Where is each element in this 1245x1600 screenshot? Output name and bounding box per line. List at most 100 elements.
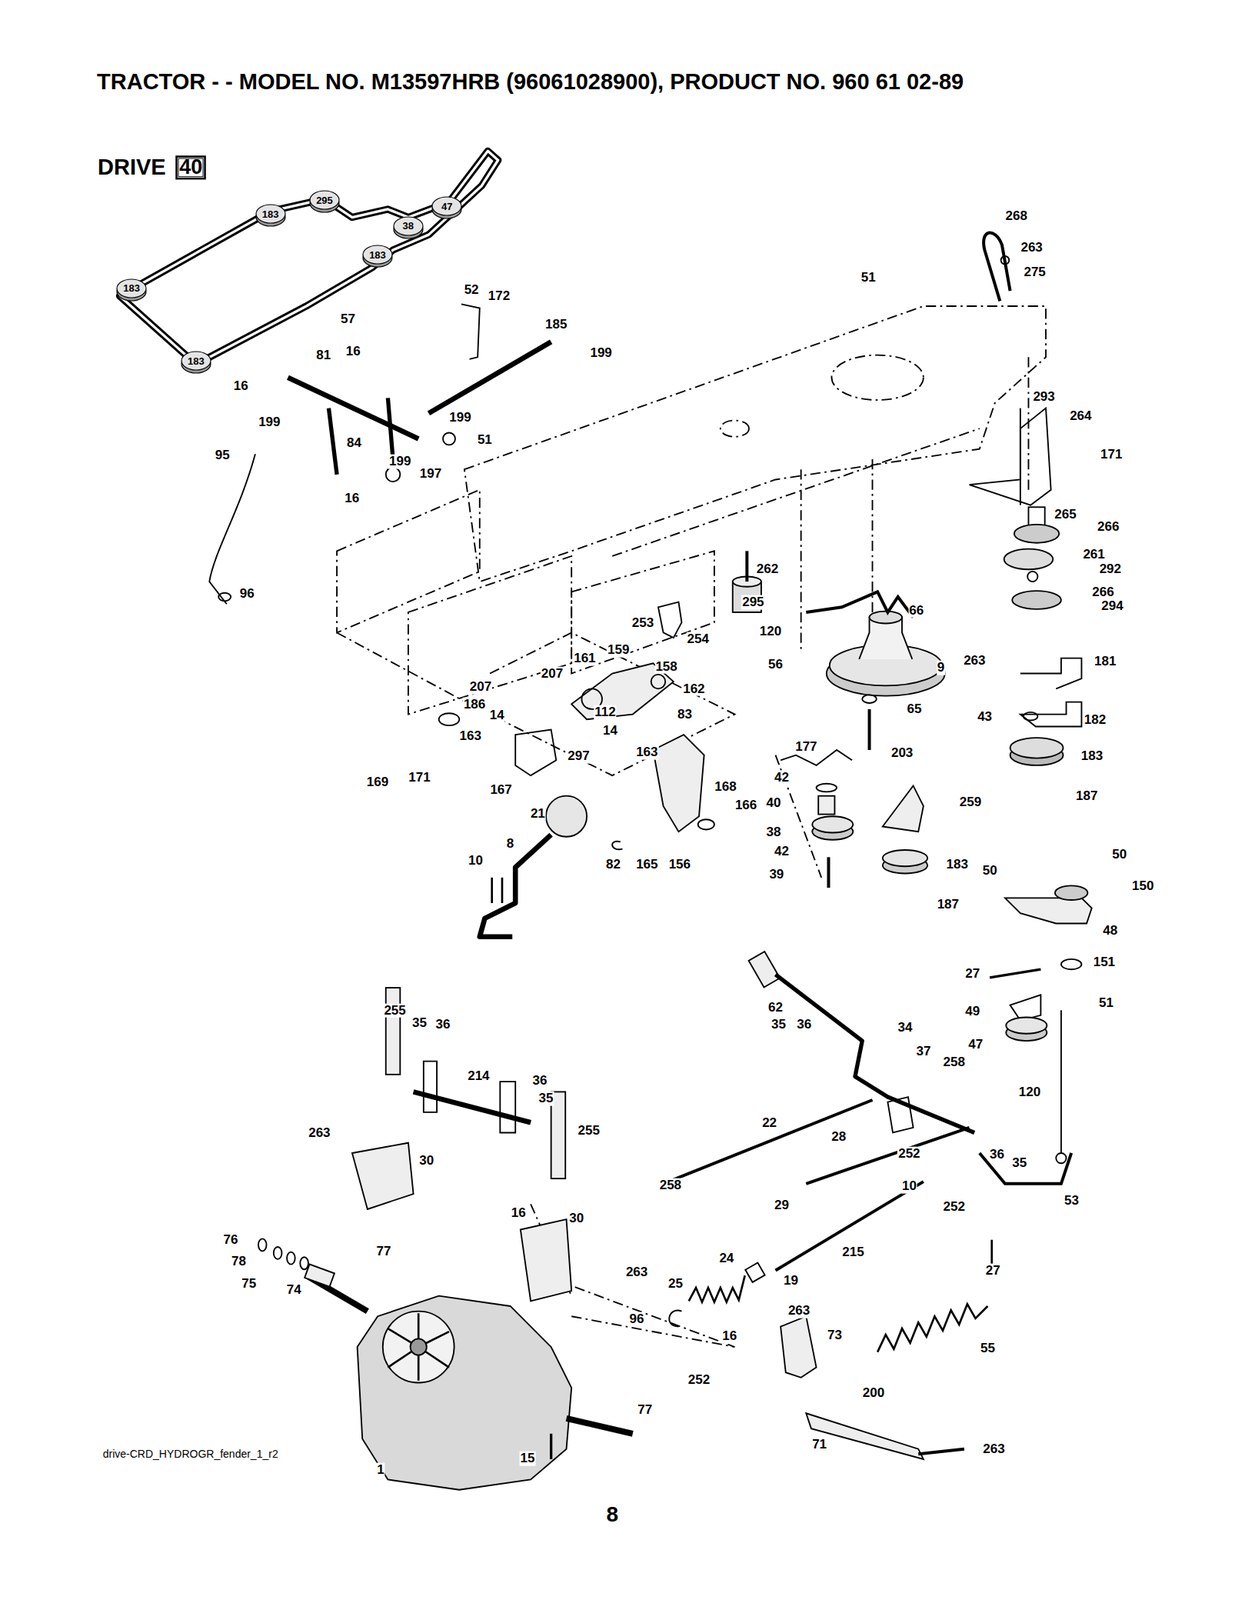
callout-number: 38 (765, 824, 782, 839)
callout-number: 10 (901, 1178, 918, 1194)
callout-number: 16 (510, 1205, 527, 1220)
callout-number: 15 (519, 1451, 536, 1466)
callout-number: 163 (635, 745, 659, 760)
callout-number: 253 (631, 615, 655, 630)
callout-number: 156 (668, 857, 692, 873)
callout-number: 83 (676, 707, 693, 723)
callout-number: 207 (540, 666, 564, 682)
callout-number: 252 (687, 1372, 711, 1388)
drive-belt (119, 150, 499, 364)
node-text: 183 (369, 249, 387, 261)
callout-number: 66 (908, 602, 925, 618)
callout-number: 171 (407, 770, 431, 786)
callout-number: 42 (773, 843, 790, 859)
callout-number: 35 (1011, 1155, 1028, 1170)
callout-number: 185 (544, 317, 568, 333)
callout-number: 169 (366, 774, 390, 789)
callout-number: 268 (1005, 209, 1029, 224)
callout-number: 215 (841, 1245, 865, 1260)
callout-number: 56 (767, 657, 784, 673)
callout-number: 120 (758, 624, 783, 640)
callout-number: 292 (1098, 562, 1122, 577)
callout-number: 158 (654, 659, 678, 674)
callout-number: 262 (755, 562, 779, 577)
callout-number: 207 (469, 679, 493, 695)
callout-number: 297 (566, 748, 590, 764)
callout-number: 294 (1100, 599, 1124, 614)
callout-number: 96 (239, 586, 256, 602)
callout-number: 30 (568, 1211, 585, 1226)
callout-number: 84 (346, 436, 363, 451)
callout-number: 25 (667, 1276, 684, 1292)
callout-number: 150 (1131, 878, 1155, 894)
callout-number: 159 (606, 642, 630, 658)
page-title: TRACTOR - - MODEL NO. M13597HRB (9606102… (96, 69, 964, 95)
callout-number: 259 (958, 795, 983, 810)
callout-number: 65 (906, 702, 923, 717)
callout-number: 163 (459, 728, 483, 743)
callout-number: 197 (419, 466, 443, 481)
callout-number: 73 (826, 1327, 843, 1342)
callout-number: 39 (768, 867, 785, 883)
section-heading: DRIVE (96, 155, 167, 180)
callout-number: 266 (1096, 519, 1120, 534)
callout-number: 255 (382, 1002, 407, 1018)
callout-number: 50 (982, 863, 999, 879)
callout-number: 74 (286, 1282, 303, 1298)
callout-number: 162 (682, 681, 706, 696)
callout-number: 14 (489, 708, 506, 723)
callout-number: 252 (942, 1198, 966, 1214)
callout-number: 82 (605, 857, 622, 873)
callout-number: 177 (794, 739, 818, 755)
callout-number: 24 (718, 1251, 735, 1266)
callout-number: 199 (257, 415, 281, 430)
callout-number: 51 (476, 432, 493, 448)
callout-number: 71 (811, 1436, 828, 1452)
callout-number: 295 (741, 595, 765, 610)
callout-number: 78 (230, 1254, 247, 1269)
callout-number: 36 (532, 1073, 549, 1089)
callout-number: 258 (942, 1055, 966, 1070)
node-text: 38 (402, 220, 414, 232)
callout-number: 36 (988, 1147, 1006, 1162)
callout-number: 16 (721, 1328, 738, 1344)
pulley-callout: 183 (362, 243, 393, 267)
callout-number: 35 (770, 1017, 787, 1032)
callout-number: 10 (467, 852, 484, 868)
callout-number: 183 (945, 857, 969, 873)
callout-number: 264 (1068, 409, 1092, 424)
callout-number: 35 (538, 1091, 555, 1106)
callout-number: 29 (773, 1198, 790, 1213)
callout-number: 21 (529, 805, 546, 821)
section-number-box: 40 (175, 155, 207, 180)
drawing-code: drive-CRD_HYDROGR_fender_1_r2 (102, 1448, 280, 1460)
callout-number: 47 (967, 1036, 984, 1052)
callout-number: 258 (659, 1177, 683, 1192)
callout-number: 263 (625, 1264, 649, 1279)
callout-number: 81 (315, 347, 332, 363)
node-text: 295 (316, 195, 333, 207)
callout-number: 37 (915, 1044, 933, 1059)
callout-number: 42 (773, 770, 790, 786)
callout-number: 16 (345, 343, 362, 359)
callout-number: 112 (593, 705, 616, 720)
callout-number: 183 (1080, 748, 1104, 764)
callout-number: 34 (897, 1020, 914, 1036)
callout-number: 40 (765, 795, 782, 811)
callout-number: 254 (686, 631, 710, 646)
callout-number: 263 (962, 652, 986, 668)
callout-number: 43 (976, 709, 993, 724)
callout-number: 275 (1022, 265, 1046, 280)
callout-number: 55 (979, 1341, 996, 1356)
callout-number: 1 (376, 1462, 385, 1478)
callout-number: 266 (1091, 584, 1115, 600)
node-text: 47 (441, 201, 453, 213)
callout-number: 50 (1111, 846, 1128, 862)
callout-number: 30 (418, 1153, 435, 1169)
callout-number: 263 (982, 1441, 1006, 1457)
callout-number: 166 (734, 798, 758, 813)
callout-number: 265 (1053, 506, 1077, 522)
callout-number: 252 (897, 1145, 921, 1161)
callout-number: 172 (487, 289, 511, 304)
callout-number: 161 (572, 651, 596, 666)
